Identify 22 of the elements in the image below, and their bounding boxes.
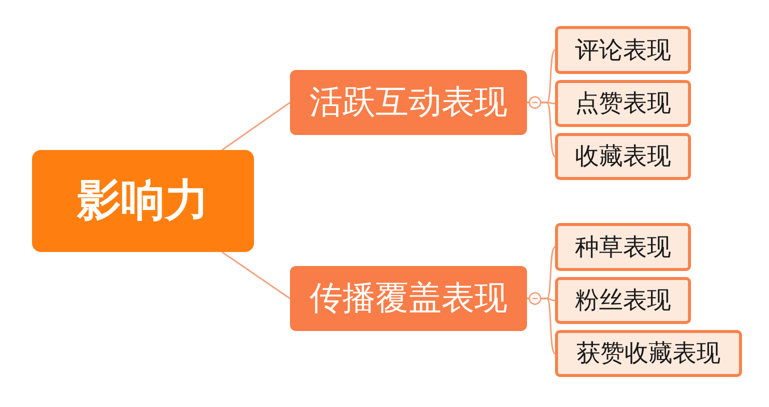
root-topic-box: [32, 150, 254, 252]
topic-label: 获赞收藏表现: [576, 340, 720, 367]
connector-line: [527, 96, 556, 158]
topic-label: 粉丝表现: [575, 287, 671, 314]
topic-label: 种草表现: [575, 234, 671, 260]
subtopic-box: [555, 330, 742, 377]
branch-topic-box: [290, 266, 527, 331]
connector-line: [527, 292, 556, 354]
topic-label: 活跃互动表现: [310, 84, 508, 121]
connector-line: [222, 102, 290, 151]
topic-label: 评论表现: [575, 36, 671, 64]
subtopic-box: [555, 26, 691, 74]
topic-label: 点赞表现: [575, 90, 671, 117]
subtopic-box: [555, 80, 691, 127]
subtopic-box: [555, 277, 691, 324]
subtopic-box: [555, 223, 691, 271]
connector-line: [222, 251, 290, 300]
topic-label: 收藏表现: [575, 143, 671, 170]
subtopic-box: [555, 133, 691, 180]
topic-label: 传播覆盖表现: [310, 280, 508, 317]
branch-topic-box: [290, 70, 527, 135]
topic-label: 影响力: [77, 176, 209, 226]
